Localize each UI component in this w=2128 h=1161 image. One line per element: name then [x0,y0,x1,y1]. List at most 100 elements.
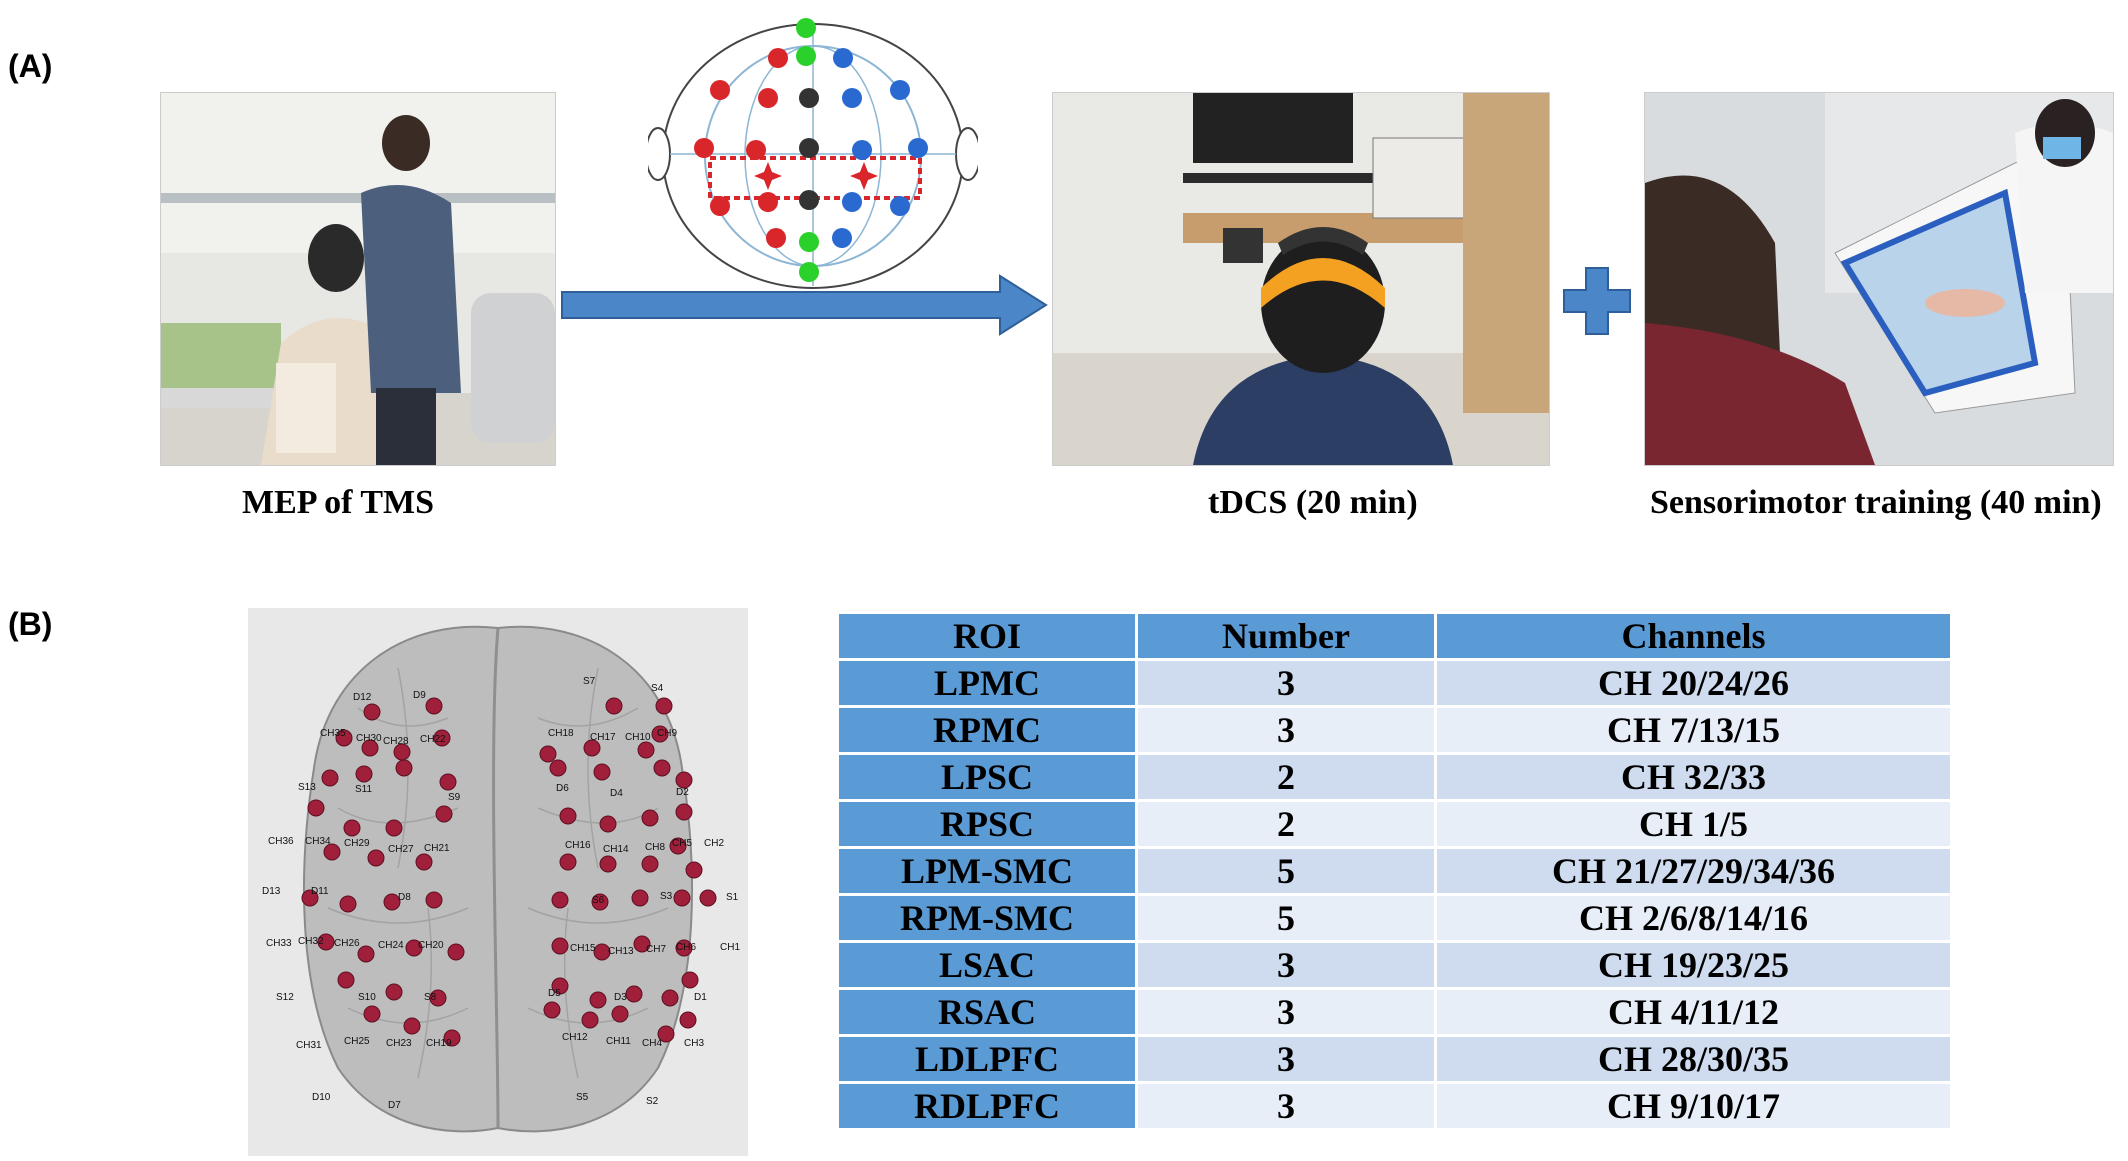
number-cell: 2 [1138,755,1434,799]
optode-dot [323,843,341,861]
plus-icon [1562,266,1632,336]
optode-dot [429,989,447,1007]
optode-dot [321,769,339,787]
channel-label: D13 [262,886,281,897]
number-cell: 3 [1138,990,1434,1034]
optode-dot [559,853,577,871]
channel-label: S10 [358,992,376,1003]
optode-dot [385,983,403,1001]
channels-cell: CH 2/6/8/14/16 [1437,896,1950,940]
optode-dot [301,889,319,907]
optode-dot [599,815,617,833]
optode-dot [637,741,655,759]
optode-dot [675,771,693,789]
channels-cell: CH 1/5 [1437,802,1950,846]
optode-dot [681,971,699,989]
roi-cell: RSAC [839,990,1135,1034]
optode-dot [317,933,335,951]
optode-dot [641,855,659,873]
channel-label: D6 [556,783,569,794]
optode-dot [403,1017,421,1035]
channel-label: S9 [448,792,461,803]
training-caption: Sensorimotor training (40 min) [1650,484,2102,521]
channel-label: S12 [276,992,294,1003]
optode-dot [611,1005,629,1023]
optode-dot [631,889,649,907]
optode-dot [443,1029,461,1047]
optode-dot [425,891,443,909]
optode-dot [415,853,433,871]
channel-label: CH21 [424,843,450,854]
optode-dot [357,945,375,963]
optode-dot [661,989,679,1007]
channel-label: S3 [660,891,673,902]
optode-dot [335,729,353,747]
channel-label: S6 [592,895,605,906]
roi-cell: RDLPFC [839,1084,1135,1128]
channel-label: CH13 [608,946,634,957]
optode-dot [591,893,609,911]
channel-label: S5 [576,1092,589,1103]
optode-dot [363,703,381,721]
channel-label: CH4 [642,1038,662,1049]
optode-dot [599,855,617,873]
mep-caption: MEP of TMS [242,484,435,521]
optode-dot [657,1025,675,1043]
optode-dot [589,991,607,1009]
optode-dot [551,977,569,995]
channel-label: D3 [614,992,627,1003]
channel-label: CH23 [386,1038,412,1049]
optode-dot [633,935,651,953]
optode-dot [543,1001,561,1019]
channel-label: S1 [726,892,739,903]
channels-cell: CH 4/11/12 [1437,990,1950,1034]
channel-label: CH24 [378,940,404,951]
channel-label: S2 [646,1096,659,1107]
roi-cell: RPMC [839,708,1135,752]
optode-dot [539,745,557,763]
channel-label: CH25 [344,1036,370,1047]
optode-dot [551,937,569,955]
tdcs-photo [1052,92,1550,466]
tms-photo [160,92,556,466]
optode-dot [433,729,451,747]
channel-label: S8 [424,992,437,1003]
channel-label: D11 [311,886,329,897]
optode-dot [651,725,669,743]
optode-dot [363,1005,381,1023]
channel-label: CH26 [334,938,360,949]
optode-dot [551,891,569,909]
channel-label: S11 [355,784,372,795]
optode-dot [343,819,361,837]
channel-label: D7 [388,1100,401,1111]
channel-label: S7 [583,676,596,687]
optode-dot [653,759,671,777]
channel-label: CH17 [590,732,616,743]
roi-cell: RPSC [839,802,1135,846]
channel-label: CH14 [603,844,629,855]
optode-dot [339,895,357,913]
channel-label: CH29 [344,838,370,849]
optode-dot [307,799,325,817]
eeg-10-20-diagram [645,6,981,296]
number-cell: 3 [1138,708,1434,752]
optode-dot [593,763,611,781]
channel-label: CH8 [645,842,665,853]
channel-label: S13 [298,782,316,793]
channel-label: D2 [676,787,689,798]
optode-dot [685,861,703,879]
tdcs-caption: tDCS (20 min) [1208,484,1418,521]
number-cell: 3 [1138,1084,1434,1128]
channel-label: CH6 [676,942,696,953]
header-number: Number [1138,614,1434,658]
channels-cell: CH 28/30/35 [1437,1037,1950,1081]
roi-cell: LPSC [839,755,1135,799]
channel-label: CH2 [704,838,724,849]
roi-cell: RPM-SMC [839,896,1135,940]
channel-label: CH12 [562,1032,588,1043]
optode-dot [405,939,423,957]
